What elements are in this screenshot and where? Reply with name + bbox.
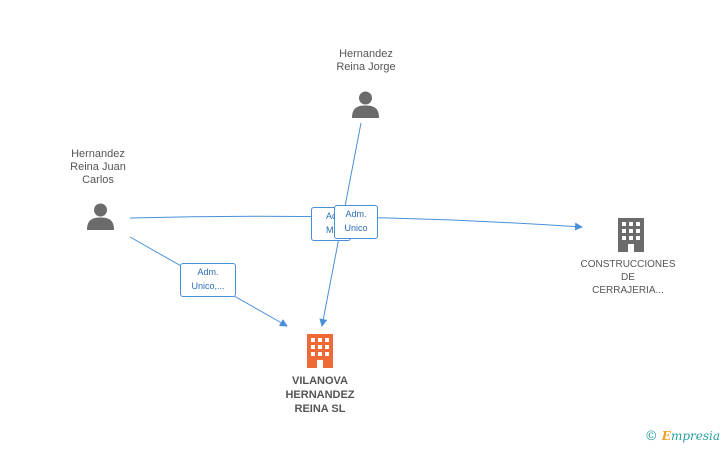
name-line: Carlos xyxy=(82,174,114,186)
name-line: DE xyxy=(621,272,635,283)
person-name: Hernandez Reina Jorge xyxy=(318,48,414,74)
person-node-jorge[interactable]: Hernandez Reina Jorge xyxy=(318,48,414,74)
company-name: CONSTRUCCIONES DE CERRAJERIA... xyxy=(572,258,684,297)
name-line: CERRAJERIA... xyxy=(592,285,664,296)
person-icon[interactable] xyxy=(351,90,380,119)
person-icon[interactable] xyxy=(86,202,115,231)
role-line: Adm. xyxy=(345,209,367,219)
brand-name: mpresia xyxy=(670,429,720,443)
name-line: CONSTRUCCIONES xyxy=(580,259,676,270)
company-node-vilanova[interactable]: VILANOVA HERNANDEZ REINA SL xyxy=(262,374,378,416)
person-name: Hernandez Reina Juan Carlos xyxy=(50,148,146,187)
company-node-construcciones[interactable]: CONSTRUCCIONES DE CERRAJERIA... xyxy=(572,258,684,297)
empresia-logo: ©Empresia xyxy=(645,429,720,444)
role-badge-juan-to-vilanova[interactable]: Adm. Unico,... xyxy=(180,263,236,297)
role-line: Unico,... xyxy=(191,281,225,291)
name-line: Reina Jorge xyxy=(336,61,396,73)
main-company-building-icon[interactable] xyxy=(306,334,334,368)
name-line: Hernandez xyxy=(71,148,125,160)
copyright-symbol: © xyxy=(644,429,658,444)
role-badge-front[interactable]: Adm. Unico xyxy=(334,205,378,239)
name-line: HERNANDEZ xyxy=(285,389,355,401)
person-node-juan-carlos[interactable]: Hernandez Reina Juan Carlos xyxy=(50,148,146,187)
name-line: Hernandez xyxy=(339,48,393,60)
name-line: VILANOVA xyxy=(291,375,349,387)
name-line: Reina Juan xyxy=(70,161,126,173)
role-line: Unico xyxy=(344,223,368,233)
company-name: VILANOVA HERNANDEZ REINA SL xyxy=(262,374,378,416)
name-line: REINA SL xyxy=(294,403,346,415)
role-line: Adm. xyxy=(197,267,219,277)
building-icon[interactable] xyxy=(617,218,645,252)
brand-initial: E xyxy=(661,429,671,443)
